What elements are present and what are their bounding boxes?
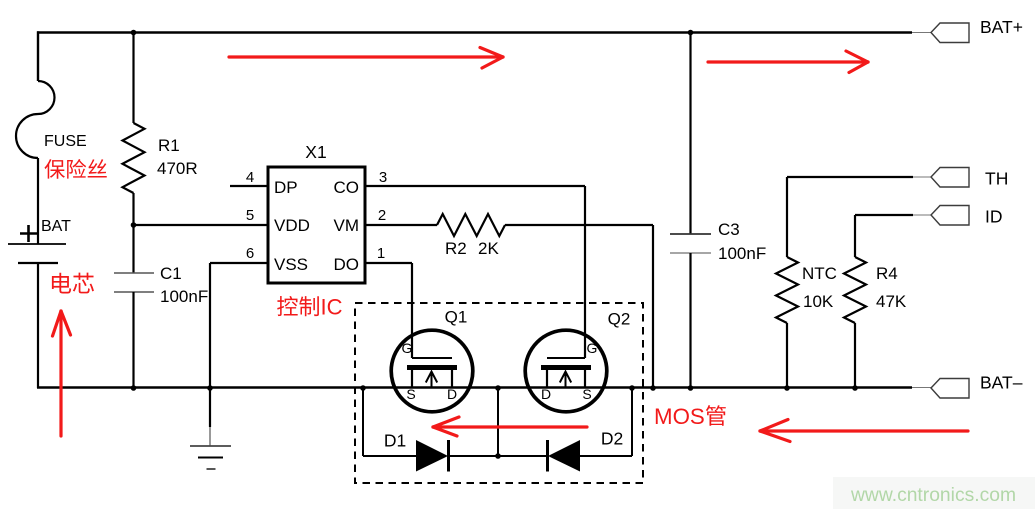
svg-text:NTC: NTC xyxy=(802,264,837,283)
svg-text:VM: VM xyxy=(334,216,360,235)
svg-text:BAT–: BAT– xyxy=(980,373,1023,393)
svg-text:VDD: VDD xyxy=(274,216,310,235)
svg-text:D1: D1 xyxy=(384,431,406,451)
svg-text:10K: 10K xyxy=(803,292,834,311)
svg-text:4: 4 xyxy=(246,169,254,186)
svg-text:CO: CO xyxy=(334,178,360,197)
svg-text:100nF: 100nF xyxy=(160,287,208,306)
svg-text:DP: DP xyxy=(274,178,298,197)
svg-text:S: S xyxy=(582,386,591,402)
svg-text:D2: D2 xyxy=(601,429,623,449)
svg-text:FUSE: FUSE xyxy=(44,133,87,150)
svg-text:X1: X1 xyxy=(305,142,326,162)
svg-text:G: G xyxy=(587,340,598,356)
svg-text:2: 2 xyxy=(378,207,386,224)
svg-text:2K: 2K xyxy=(478,239,499,258)
svg-text:5: 5 xyxy=(246,207,254,224)
svg-text:www.cntronics.com: www.cntronics.com xyxy=(850,485,1016,506)
svg-text:6: 6 xyxy=(246,245,254,262)
svg-text:BAT: BAT xyxy=(41,218,71,235)
svg-text:47K: 47K xyxy=(876,292,907,311)
svg-text:BAT+: BAT+ xyxy=(980,17,1023,37)
svg-text:VSS: VSS xyxy=(274,255,308,274)
svg-text:R1: R1 xyxy=(158,136,180,155)
svg-text:DO: DO xyxy=(334,255,360,274)
svg-text:G: G xyxy=(402,340,413,356)
svg-text:470R: 470R xyxy=(157,159,198,178)
svg-text:D: D xyxy=(541,386,551,402)
svg-text:TH: TH xyxy=(985,169,1008,189)
svg-text:D: D xyxy=(447,386,457,402)
svg-text:IC: IC xyxy=(321,295,343,320)
svg-text:3: 3 xyxy=(379,169,387,186)
svg-text:100nF: 100nF xyxy=(718,244,766,263)
svg-text:S: S xyxy=(406,386,415,402)
svg-text:R4: R4 xyxy=(876,264,898,283)
svg-text:C1: C1 xyxy=(160,264,182,283)
svg-text:Q1: Q1 xyxy=(445,308,468,327)
svg-text:Q2: Q2 xyxy=(608,310,631,329)
svg-text:R2: R2 xyxy=(445,239,467,258)
svg-text:ID: ID xyxy=(985,207,1003,227)
svg-text:C3: C3 xyxy=(718,220,740,239)
svg-text:MOS: MOS xyxy=(654,404,705,429)
svg-text:1: 1 xyxy=(377,245,385,262)
